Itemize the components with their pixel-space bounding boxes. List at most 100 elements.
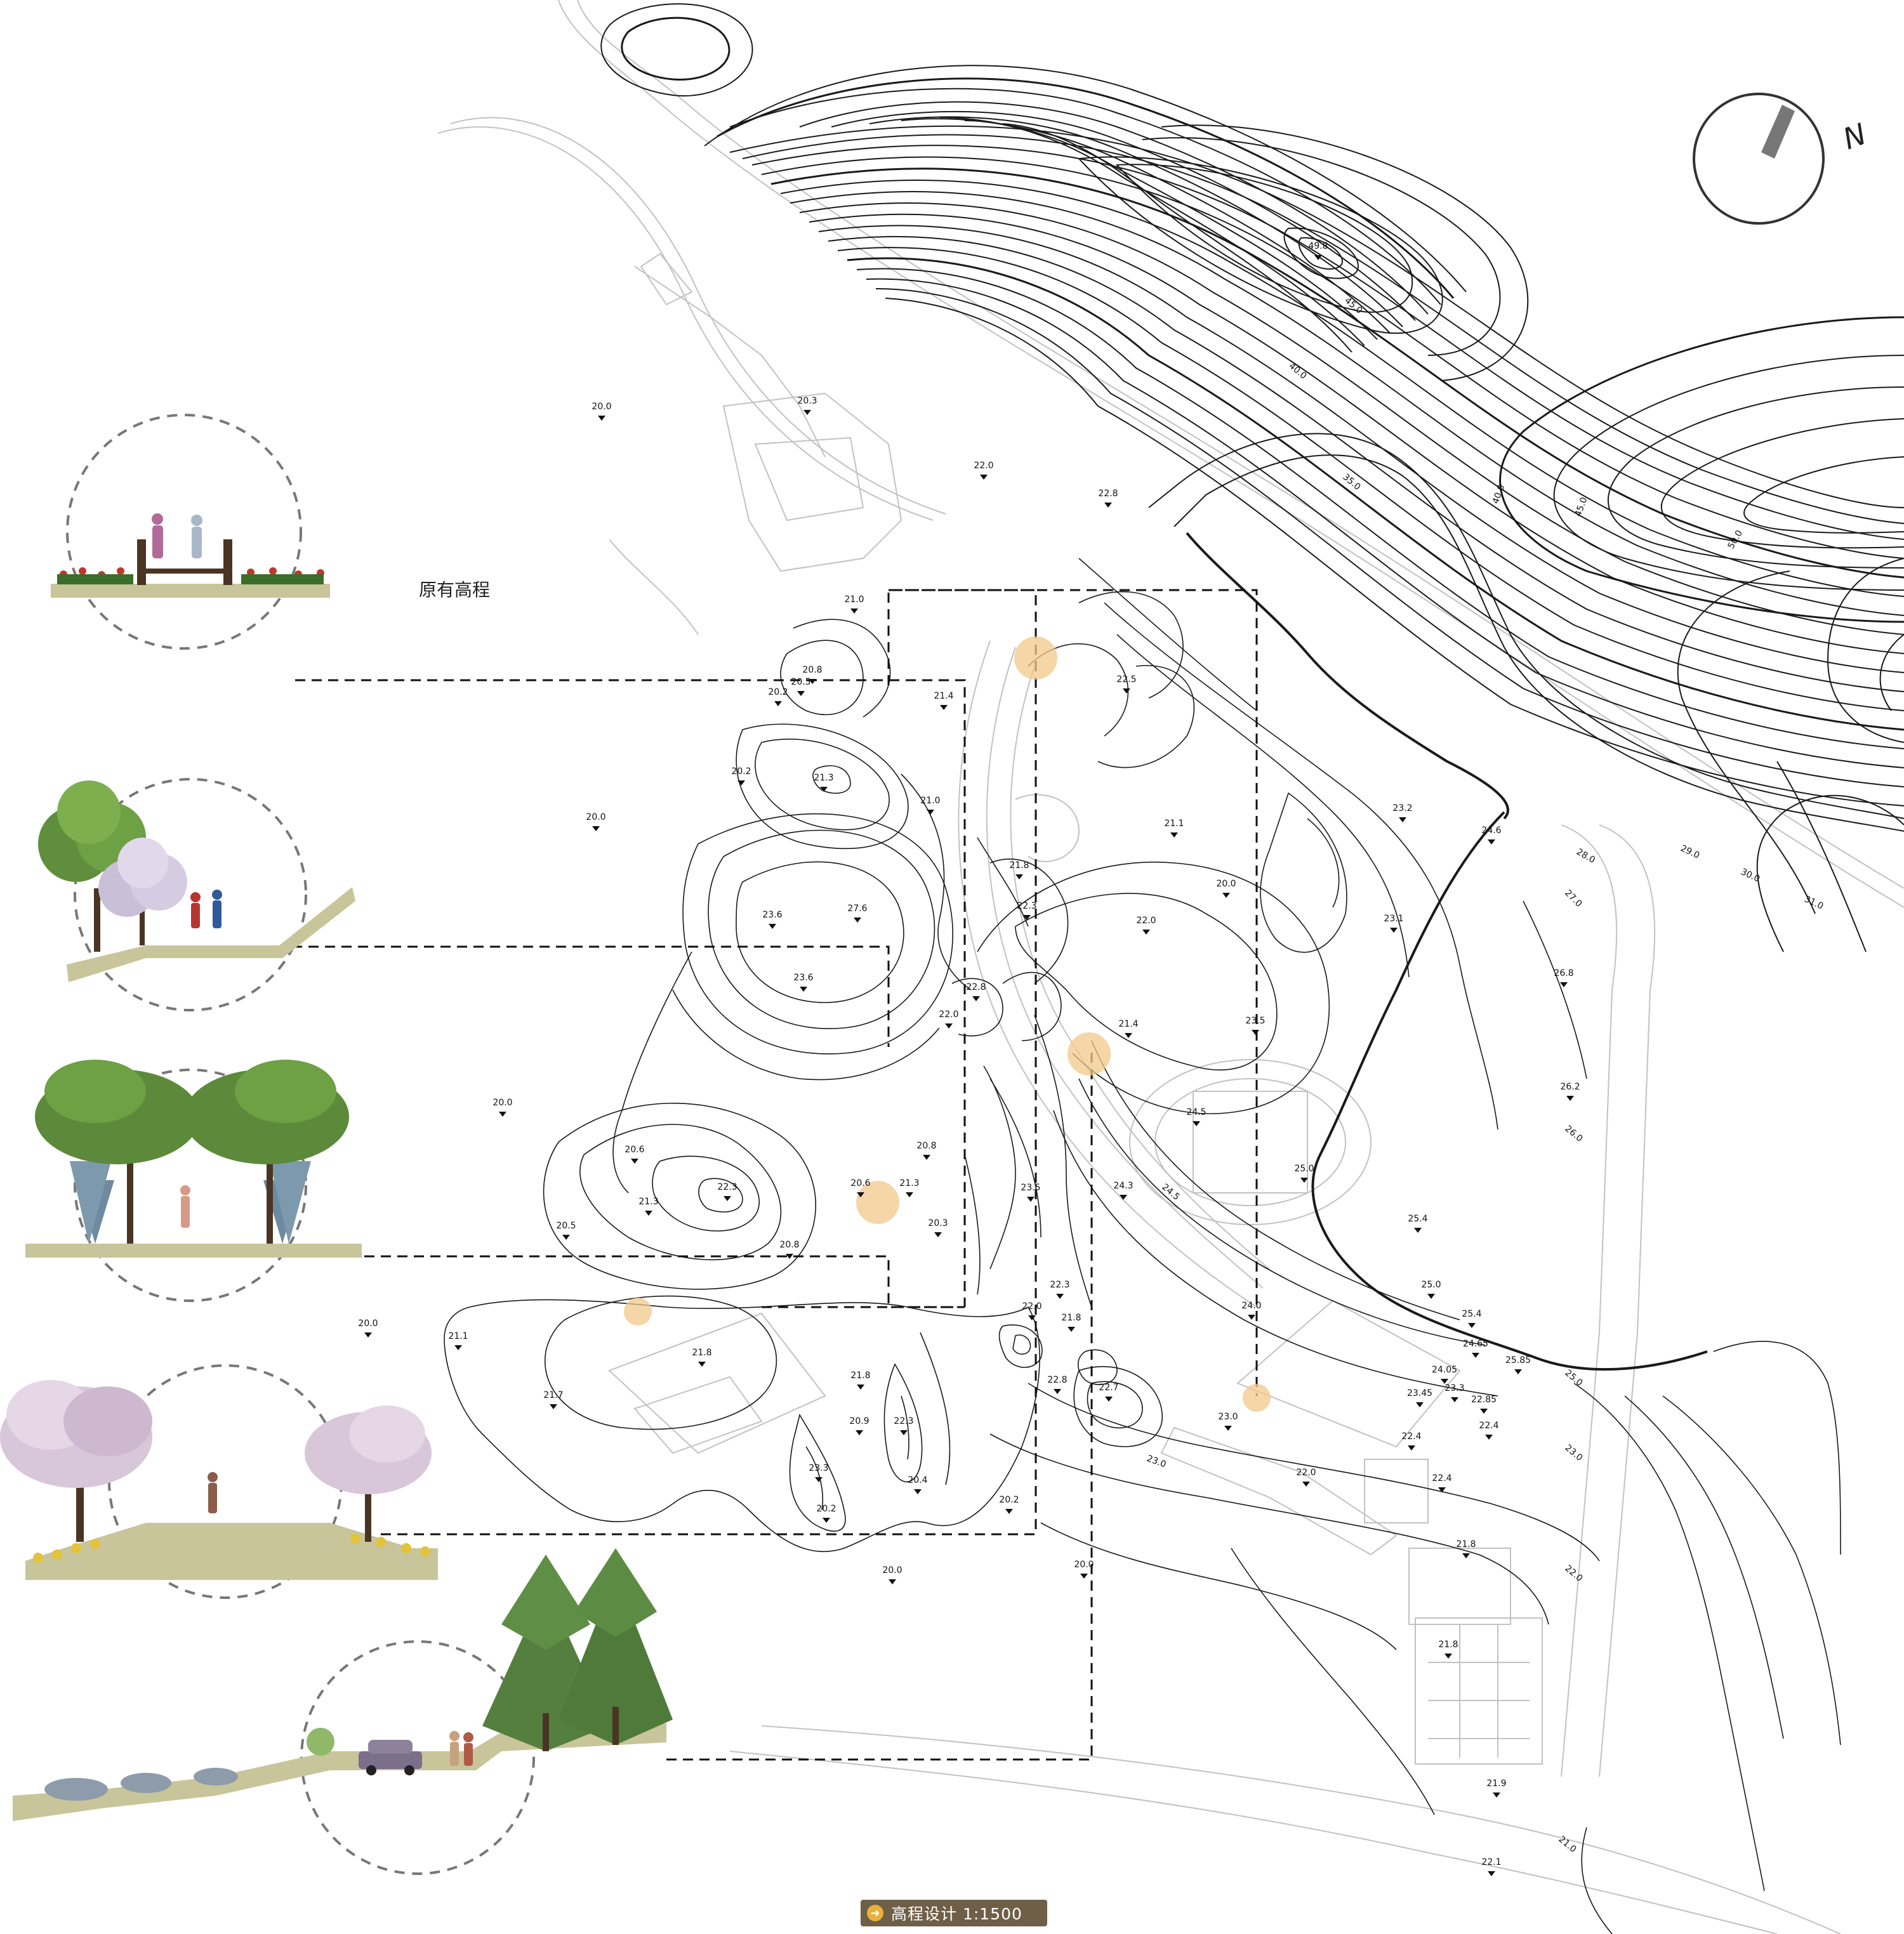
svg-text:23.6: 23.6 [762, 910, 782, 920]
svg-text:21.1: 21.1 [1164, 819, 1184, 829]
elevation-marker-icon [980, 475, 988, 480]
elevation-marker-icon [1300, 1178, 1308, 1183]
elevation-label: 22.8 [1098, 489, 1118, 508]
elevation-label: 21.9 [1486, 1779, 1507, 1798]
elevation-marker-icon [1123, 688, 1130, 694]
north-arrow-icon [1693, 93, 1825, 225]
elevation-label: 23.6 [762, 910, 783, 929]
elevation-label: 22.3 [1050, 1280, 1070, 1299]
elevation-marker-icon [645, 1211, 652, 1216]
svg-text:22.3: 22.3 [1017, 901, 1036, 911]
svg-text:21.4: 21.4 [1118, 1019, 1138, 1029]
elevation-marker-icon [1302, 1482, 1310, 1487]
elevation-label: 20.2 [731, 766, 751, 786]
elevation-marker-icon [364, 1332, 372, 1338]
elevation-marker-icon [1441, 1379, 1448, 1384]
contour-label: 25.0 [1563, 1368, 1584, 1388]
elevation-label: 21.7 [543, 1390, 564, 1409]
contour-label: 30.0 [1739, 867, 1761, 885]
elevation-label: 21.1 [1164, 819, 1184, 838]
elevation-marker-icon [850, 608, 858, 614]
elevation-marker-icon [1056, 1294, 1064, 1299]
svg-text:20.8: 20.8 [779, 1240, 799, 1250]
elevation-label: 25.4 [1408, 1214, 1428, 1233]
elevation-marker-icon [454, 1345, 462, 1350]
original-elevation-label: 原有高程 [419, 579, 491, 600]
site-contours [444, 532, 1841, 1934]
svg-text:20.0: 20.0 [592, 402, 611, 412]
section-lines [292, 589, 1258, 1761]
svg-text:22.5: 22.5 [1116, 674, 1136, 685]
contour-label: 22.0 [1563, 1563, 1584, 1584]
svg-text:22.8: 22.8 [1047, 1375, 1067, 1385]
svg-text:21.8: 21.8 [850, 1371, 870, 1381]
svg-text:25.85: 25.85 [1505, 1355, 1531, 1365]
elevation-marker-icon [1222, 893, 1230, 898]
elevation-label: 22.3 [1017, 901, 1037, 920]
person-icon [449, 1731, 459, 1766]
elevation-marker-icon [815, 1477, 823, 1482]
elevation-label: 20.6 [625, 1145, 645, 1164]
person-icon [191, 515, 202, 558]
elevation-marker-icon [1493, 1793, 1500, 1798]
elevation-label: 20.5 [556, 1221, 576, 1240]
elevation-label: 21.8 [1009, 860, 1029, 879]
contour-label: 35.0 [1340, 472, 1362, 492]
elevation-marker-icon [923, 1155, 930, 1160]
person-icon [212, 890, 222, 928]
elevation-marker-icon [856, 1430, 863, 1435]
svg-text:22.8: 22.8 [966, 982, 986, 992]
elevation-label: 21.4 [934, 691, 954, 710]
elevation-label: 23.6 [793, 973, 814, 992]
elevation-marker-icon [1104, 503, 1112, 508]
elevation-label: 22.0 [1296, 1468, 1316, 1487]
elevation-marker-icon [809, 679, 816, 684]
elevation-marker-icon [724, 1196, 731, 1201]
svg-text:24.65: 24.65 [1463, 1339, 1488, 1349]
svg-text:23.5: 23.5 [1245, 1016, 1265, 1026]
svg-text:22.0: 22.0 [1296, 1468, 1316, 1478]
svg-text:20.0: 20.0 [358, 1319, 378, 1329]
elevation-label: 23.5 [1021, 1183, 1041, 1202]
elevation-marker-icon [1514, 1369, 1522, 1374]
elevation-label: 21.0 [844, 595, 864, 614]
svg-text:22.85: 22.85 [1471, 1395, 1497, 1405]
elevation-label: 21.4 [1118, 1019, 1139, 1038]
elevation-label: 23.5 [1245, 1016, 1266, 1035]
contour-label: 26.0 [1563, 1124, 1584, 1144]
svg-text:22.4: 22.4 [1479, 1421, 1498, 1431]
svg-text:24.0: 24.0 [1241, 1301, 1261, 1311]
elevation-label: 21.8 [1438, 1640, 1458, 1659]
svg-text:20.3: 20.3 [928, 1218, 948, 1228]
svg-text:20.0: 20.0 [586, 812, 605, 822]
map-title-text: 高程设计 1:1500 [891, 1905, 1022, 1923]
elevation-marker-icon [797, 691, 805, 696]
elevation-label: 20.3 [797, 396, 817, 415]
svg-text:20.8: 20.8 [802, 665, 822, 675]
svg-text:20.3: 20.3 [797, 396, 817, 406]
svg-text:23.2: 23.2 [1392, 803, 1412, 813]
svg-text:20.5: 20.5 [791, 677, 810, 687]
svg-text:20.2: 20.2 [999, 1495, 1019, 1505]
elevation-marker-icon [1408, 1445, 1415, 1450]
elevation-marker-icon [1068, 1327, 1075, 1332]
map-title: ➜ 高程设计 1:1500 [861, 1900, 1047, 1926]
elevation-label: 20.2 [816, 1504, 836, 1523]
elevation-label: 22.0 [1022, 1301, 1042, 1320]
svg-text:23.45: 23.45 [1407, 1388, 1432, 1398]
elevation-marker-icon [889, 1579, 896, 1584]
svg-text:26.2: 26.2 [1560, 1082, 1580, 1092]
section-trees-path [38, 778, 355, 1011]
svg-text:21.8: 21.8 [1456, 1539, 1476, 1549]
elevation-marker-icon [857, 1192, 864, 1197]
svg-text:21.8: 21.8 [692, 1348, 711, 1358]
svg-text:22.0: 22.0 [974, 461, 993, 471]
elevation-label: 22.3 [894, 1416, 914, 1435]
elevation-marker-icon [1252, 1030, 1259, 1035]
svg-text:24.3: 24.3 [1113, 1181, 1133, 1191]
elevation-marker-icon [698, 1362, 706, 1367]
elevation-marker-icon [1028, 1315, 1036, 1320]
elevation-marker-icon [1142, 930, 1150, 935]
svg-text:23.3: 23.3 [809, 1463, 828, 1473]
elevation-label: 24.3 [1113, 1181, 1134, 1200]
